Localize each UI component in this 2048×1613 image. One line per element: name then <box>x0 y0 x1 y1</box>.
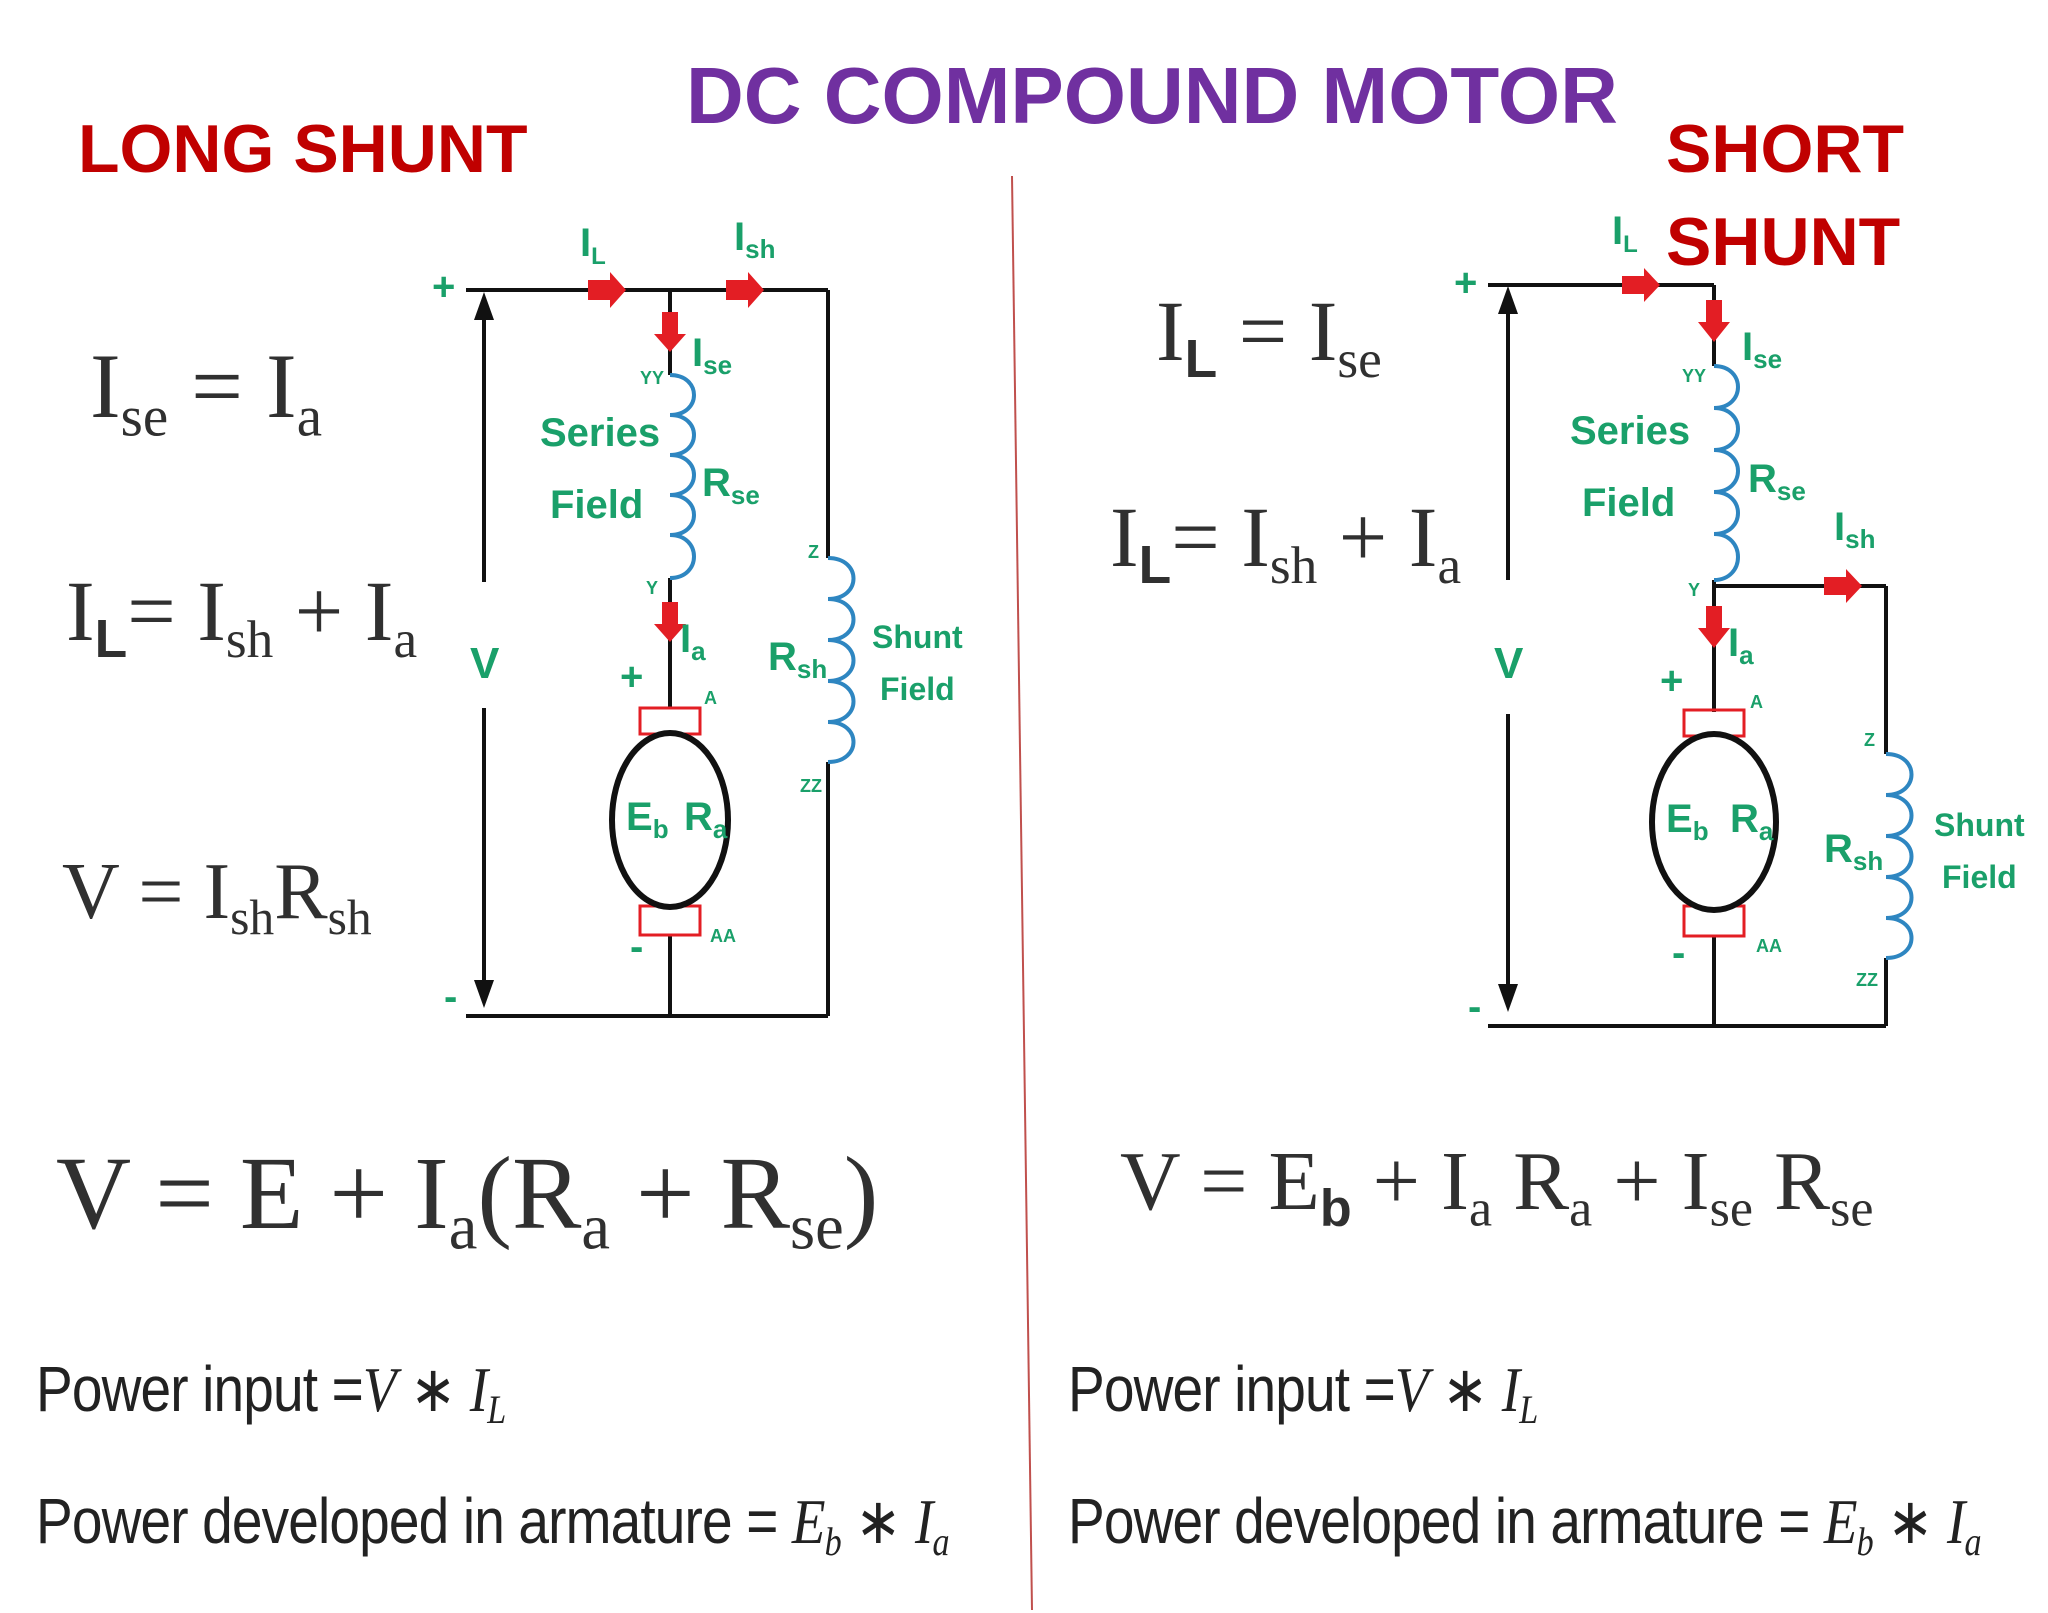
ls-arrow-ish <box>726 272 764 308</box>
ss-label-shunt-field: Field <box>1942 859 2017 895</box>
ss-label-rse: Rse <box>1748 457 1806 506</box>
ss-label-rsh: Rsh <box>1824 827 1883 876</box>
ls-label-y: Y <box>646 578 658 598</box>
ls-armature <box>609 730 731 910</box>
ls-label-plus-arm: + <box>620 655 643 699</box>
ss-label-y: Y <box>1688 580 1700 600</box>
ls-label-shunt: Shunt <box>872 619 963 655</box>
ls-label-shunt-field: Field <box>880 671 955 707</box>
ls-label-rse: Rse <box>702 461 760 510</box>
ls-label-z: Z <box>808 542 819 562</box>
ls-label-il: IL <box>580 221 606 270</box>
ls-voltage-arrowhead-down <box>474 980 494 1008</box>
ss-label-plus-arm: + <box>1660 659 1683 703</box>
ss-label-minus-arm: - <box>1672 931 1685 975</box>
ss-label-field: Field <box>1582 481 1675 525</box>
ls-arrow-ise <box>654 312 686 352</box>
ls-label-field: Field <box>550 483 643 527</box>
ss-shunt-field-coil <box>1885 752 1914 960</box>
ss-armature <box>1649 731 1779 913</box>
center-divider <box>1011 175 1033 1611</box>
ls-label-ise: Ise <box>692 331 732 380</box>
ss-power-developed: Power developed in armature = Eb ∗ Ia <box>1068 1485 1982 1564</box>
ls-voltage-arrowhead-up <box>474 292 494 320</box>
ls-power-developed: Power developed in armature = Eb ∗ Ia <box>36 1485 950 1564</box>
page-title: DC COMPOUND MOTOR <box>686 51 1618 140</box>
ss-power-input: Power input =V ∗ IL <box>1068 1353 1538 1432</box>
ss-arrow-ish <box>1824 569 1862 603</box>
ss-voltage-arrowhead-down <box>1498 984 1518 1012</box>
ls-power-input: Power input =V ∗ IL <box>36 1353 506 1432</box>
ss-label-yy: YY <box>1682 366 1706 386</box>
ss-eq-il-equals-ise: IL = Ise <box>1156 283 1382 390</box>
ss-eq-voltage: V = Eb + Ia Ra + Ise Rse <box>1120 1135 1874 1238</box>
ss-label-aa: AA <box>1756 936 1782 956</box>
ss-arrow-ia <box>1698 606 1730 648</box>
ss-label-eb: Eb <box>1666 797 1709 846</box>
ss-label-il: IL <box>1612 209 1638 258</box>
ss-label-minus-bottom: - <box>1468 985 1481 1029</box>
ls-label-eb: Eb <box>626 795 669 844</box>
ls-eq-v-ish-rsh: V = IshRsh <box>62 848 372 945</box>
long-shunt-heading: LONG SHUNT <box>78 111 528 187</box>
ls-arrow-il <box>588 272 626 308</box>
ss-label-ra: Ra <box>1730 797 1774 846</box>
ls-label-rsh: Rsh <box>768 635 827 684</box>
ss-label-v: V <box>1494 639 1524 688</box>
ss-label-ise: Ise <box>1742 325 1782 374</box>
ls-label-minus-bottom: - <box>444 975 457 1019</box>
ls-label-ia: Ia <box>680 617 706 666</box>
ss-arrow-ise <box>1698 300 1730 342</box>
ls-label-minus-arm: - <box>630 925 643 969</box>
ss-label-plus-top: + <box>1454 261 1477 305</box>
ls-arrow-ia <box>654 602 686 642</box>
ss-label-shunt: Shunt <box>1934 807 2025 843</box>
ls-shunt-field-coil <box>827 556 856 764</box>
ls-eq-il-sum: IL= Ish + Ia <box>66 563 418 670</box>
ss-label-zz: ZZ <box>1856 970 1878 990</box>
ss-label-z: Z <box>1864 730 1875 750</box>
ss-eq-il-sum: IL= Ish + Ia <box>1110 489 1462 596</box>
ss-label-ia: Ia <box>1728 621 1754 670</box>
ss-label-series: Series <box>1570 409 1690 453</box>
ls-eq-voltage: V = E + Ia(Ra + Rse) <box>56 1136 879 1263</box>
ls-label-series: Series <box>540 411 660 455</box>
ls-label-a: A <box>704 688 717 708</box>
ls-label-zz: ZZ <box>800 776 822 796</box>
ls-label-v: V <box>470 639 500 688</box>
ls-eq-ise-equals-ia: Ise = Ia <box>90 335 323 449</box>
ls-label-ra: Ra <box>684 795 728 844</box>
ss-arrow-il <box>1622 268 1660 302</box>
ss-voltage-arrowhead-up <box>1498 286 1518 314</box>
ss-label-ish: Ish <box>1834 505 1875 554</box>
ss-label-a: A <box>1750 692 1763 712</box>
ls-label-aa: AA <box>710 926 736 946</box>
short-shunt-heading-line1: SHORT <box>1666 111 1904 187</box>
short-shunt-heading-line2: SHUNT <box>1666 204 1901 280</box>
ss-series-field-coil <box>1713 364 1740 582</box>
ls-series-field-coil <box>669 373 696 580</box>
ls-label-ish: Ish <box>734 215 775 264</box>
ls-label-yy: YY <box>640 368 664 388</box>
ls-label-plus-top: + <box>432 265 455 309</box>
